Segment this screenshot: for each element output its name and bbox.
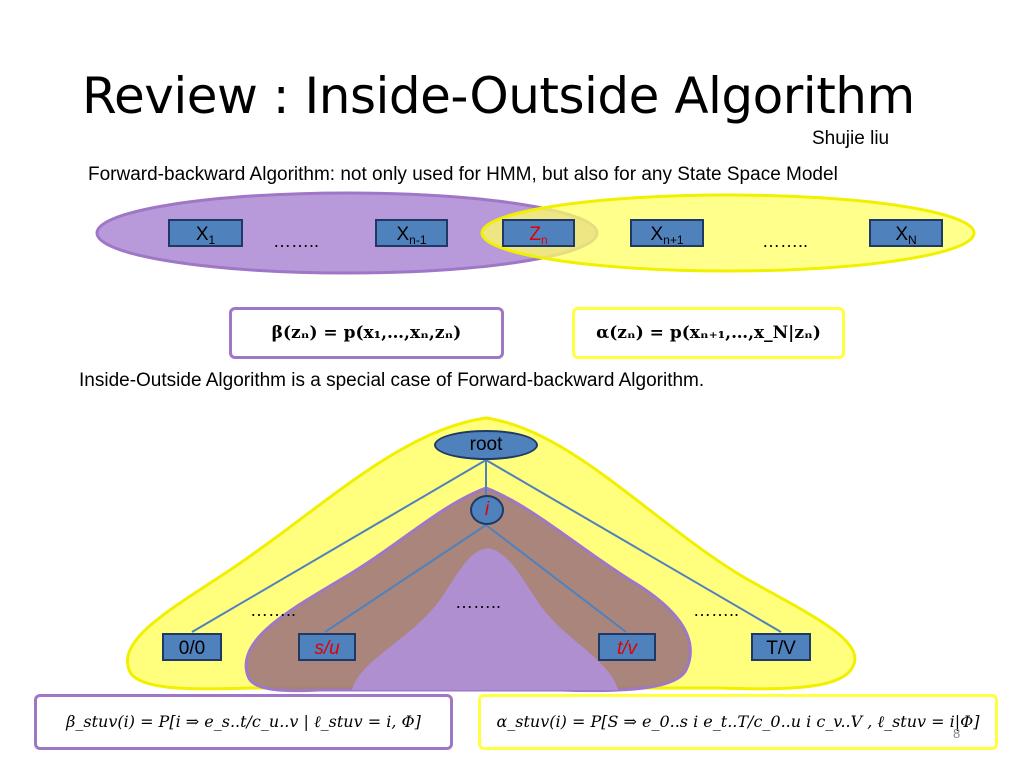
tree-dots-center: …….. <box>455 592 502 612</box>
edge-root-00 <box>191 459 487 633</box>
chain-node-xN: XN <box>869 219 943 247</box>
subtitle: Forward-backward Algorithm: not only use… <box>88 164 838 185</box>
tree-edges <box>191 459 782 633</box>
inside-outside-note: Inside-Outside Algorithm is a special ca… <box>79 370 705 391</box>
tree-leaf-tv: t/v <box>598 633 656 661</box>
chain-node-xn-1: Xn-1 <box>375 219 448 247</box>
chain-dots-left: …….. <box>273 231 320 251</box>
tree-leaf-su: s/u <box>298 633 356 661</box>
edge-i-tv <box>485 524 627 633</box>
tree-dots-right: …….. <box>693 600 740 620</box>
beta-stuv-formula-box: β_stuv(i) = P[i ⇒ e_s..t/c_u..v | ℓ_stuv… <box>34 694 453 750</box>
chain-node-x1-base: X <box>195 224 209 245</box>
chain-node-xN-base: X <box>895 224 908 245</box>
author-name: Shujie liu <box>812 128 890 149</box>
chain-node-x1-sub: 1 <box>208 233 216 247</box>
beta-formula-box: β(zₙ) = p(x₁,…,xₙ,zₙ) <box>229 307 504 359</box>
chain-node-zn: Zn <box>502 219 575 247</box>
beta-formula: β(zₙ) = p(x₁,…,xₙ,zₙ) <box>271 323 462 343</box>
page-number: 8 <box>953 726 961 741</box>
alpha-formula-box: α(zₙ) = p(xₙ₊₁,…,x_N|zₙ) <box>572 307 845 359</box>
chain-node-zn-sub: n <box>540 233 548 247</box>
chain-node-xn-1-base: X <box>396 224 410 245</box>
alpha-formula: α(zₙ) = p(xₙ₊₁,…,x_N|zₙ) <box>596 323 821 343</box>
edge-root-TV <box>485 459 782 633</box>
tree-leaf-00: 0/0 <box>162 633 222 661</box>
chain-node-zn-base: Z <box>529 224 541 245</box>
tree-node-i: i <box>470 495 504 525</box>
tree-leaf-TV: T/V <box>751 633 811 661</box>
beta-stuv-formula: β_stuv(i) = P[i ⇒ e_s..t/c_u..v | ℓ_stuv… <box>66 712 421 731</box>
alpha-stuv-formula: α_stuv(i) = P[S ⇒ e_0..s i e_t..T/c_0..u… <box>496 712 980 731</box>
alpha-stuv-formula-box: α_stuv(i) = P[S ⇒ e_0..s i e_t..T/c_0..u… <box>478 694 998 750</box>
edge-i-su <box>324 524 487 633</box>
chain-node-xN-sub: N <box>908 233 917 247</box>
chain-node-xn-1-sub: n-1 <box>409 233 427 247</box>
chain-node-xn+1-sub: n+1 <box>663 233 684 247</box>
tree-dots-left: …….. <box>250 600 297 620</box>
chain-dots-right: …….. <box>762 231 809 251</box>
chain-node-xn+1: Xn+1 <box>630 219 704 247</box>
inner-mound <box>352 548 618 690</box>
chain-node-xn+1-base: X <box>650 224 664 245</box>
chain-node-x1: X1 <box>168 219 243 247</box>
slide-title: Review : Inside-Outside Algorithm <box>82 67 915 125</box>
tree-node-root: root <box>434 430 538 460</box>
chain-forward-region <box>480 193 976 273</box>
